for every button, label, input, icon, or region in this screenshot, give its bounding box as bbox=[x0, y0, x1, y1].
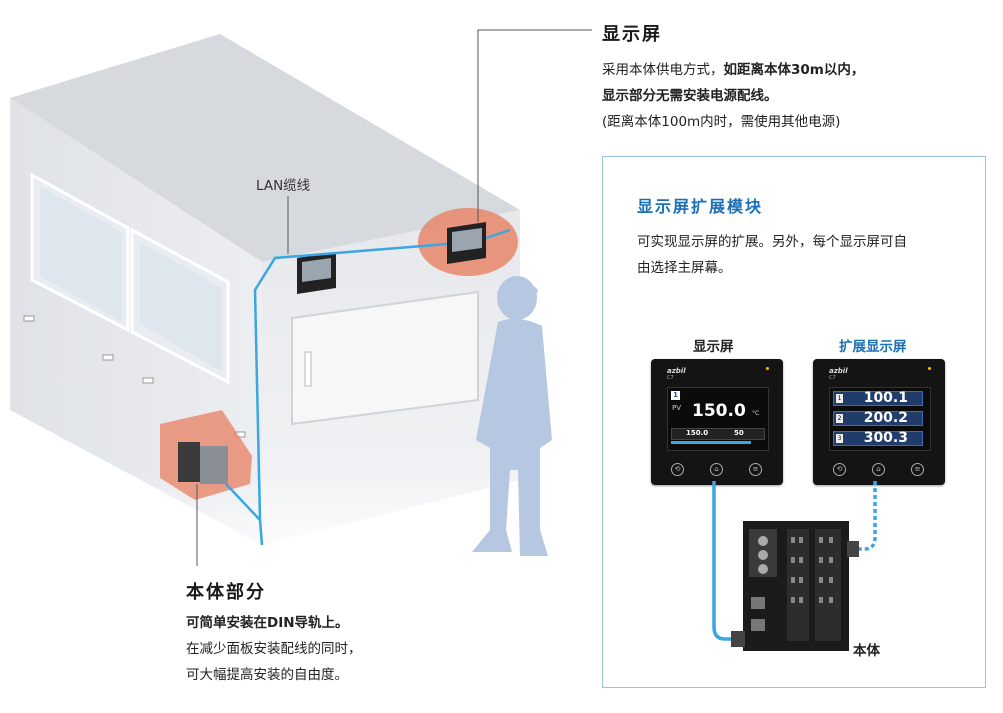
panel-desc-line2: 由选择主屏幕。 bbox=[637, 260, 732, 276]
body-unit bbox=[178, 442, 228, 484]
device-button-menu[interactable]: ≡ bbox=[911, 463, 924, 476]
leader-line-display bbox=[477, 29, 592, 222]
connection-diagram bbox=[712, 481, 877, 651]
status-led bbox=[928, 367, 931, 370]
label-body-unit: 本体 bbox=[853, 643, 880, 659]
out-value: 50 bbox=[734, 429, 744, 437]
value-row-2: 200.2 bbox=[863, 410, 908, 426]
display-section-text: 采用本体供电方式，如距离本体30m以内， 显示部分无需安装电源配线。 (距离本体… bbox=[602, 57, 962, 135]
enclosure-illustration bbox=[0, 29, 600, 570]
display-line1-normal: 采用本体供电方式， bbox=[602, 62, 724, 78]
display-line3: (距离本体100m内时，需使用其他电源) bbox=[602, 114, 841, 130]
panel-description: 可实现显示屏的扩展。另外，每个显示屏可自 由选择主屏幕。 bbox=[637, 229, 967, 281]
device-screen: 1 PV 150.0 °C 150.0 50 bbox=[667, 387, 769, 451]
cable-dashed bbox=[858, 481, 877, 551]
body-controller-unit bbox=[743, 521, 849, 651]
body-line3: 可大幅提高安装的自由度。 bbox=[186, 667, 348, 683]
display-unit-middle bbox=[297, 252, 336, 294]
pv-unit: °C bbox=[752, 410, 760, 417]
display-unit-top bbox=[447, 222, 486, 264]
device-button-left[interactable]: ⟲ bbox=[833, 463, 846, 476]
display-section-title: 显示屏 bbox=[602, 24, 662, 45]
panel-desc-line1: 可实现显示屏的扩展。另外，每个显示屏可自 bbox=[637, 234, 907, 250]
lan-cable-label: LAN缆线 bbox=[256, 178, 311, 194]
cable-solid bbox=[712, 481, 733, 641]
body-line2: 在减少面板安装配线的同时， bbox=[186, 641, 362, 657]
cabinet-door bbox=[291, 290, 479, 426]
value-row: 1 100.1 bbox=[833, 390, 923, 406]
panel-title: 显示屏扩展模块 bbox=[637, 197, 764, 216]
display-line1-bold: 如距离本体30m以内， bbox=[723, 62, 865, 78]
expansion-module-panel: 显示屏扩展模块 可实现显示屏的扩展。另外，每个显示屏可自 由选择主屏幕。 显示屏… bbox=[602, 156, 986, 688]
device-button-home[interactable]: ⌂ bbox=[872, 463, 885, 476]
sp-value: 150.0 bbox=[686, 429, 709, 437]
lan-cable bbox=[253, 242, 448, 521]
status-led bbox=[766, 367, 769, 370]
device-button-left[interactable]: ⟲ bbox=[671, 463, 684, 476]
label-expansion-display: 扩展显示屏 bbox=[839, 339, 907, 355]
body-line1: 可简单安装在DIN导轨上。 bbox=[186, 615, 349, 631]
value-row: 3 300.3 bbox=[833, 430, 923, 446]
device-button-home[interactable]: ⌂ bbox=[710, 463, 723, 476]
label-display: 显示屏 bbox=[693, 339, 734, 355]
display-line2: 显示部分无需安装电源配线。 bbox=[602, 88, 778, 104]
pv-label: PV bbox=[672, 404, 682, 412]
value-row: 2 200.2 bbox=[833, 410, 923, 426]
value-row-3: 300.3 bbox=[863, 430, 908, 446]
pv-value: 150.0 bbox=[692, 401, 746, 421]
body-section-title: 本体部分 bbox=[186, 582, 266, 603]
device-screen: 1 100.1 2 200.2 3 300.3 bbox=[829, 387, 931, 451]
body-section-text: 可简单安装在DIN导轨上。 在减少面板安装配线的同时， 可大幅提高安装的自由度。 bbox=[186, 610, 486, 688]
value-row-1: 100.1 bbox=[863, 390, 908, 406]
worker-silhouette bbox=[472, 276, 552, 556]
device-button-menu[interactable]: ≡ bbox=[749, 463, 762, 476]
